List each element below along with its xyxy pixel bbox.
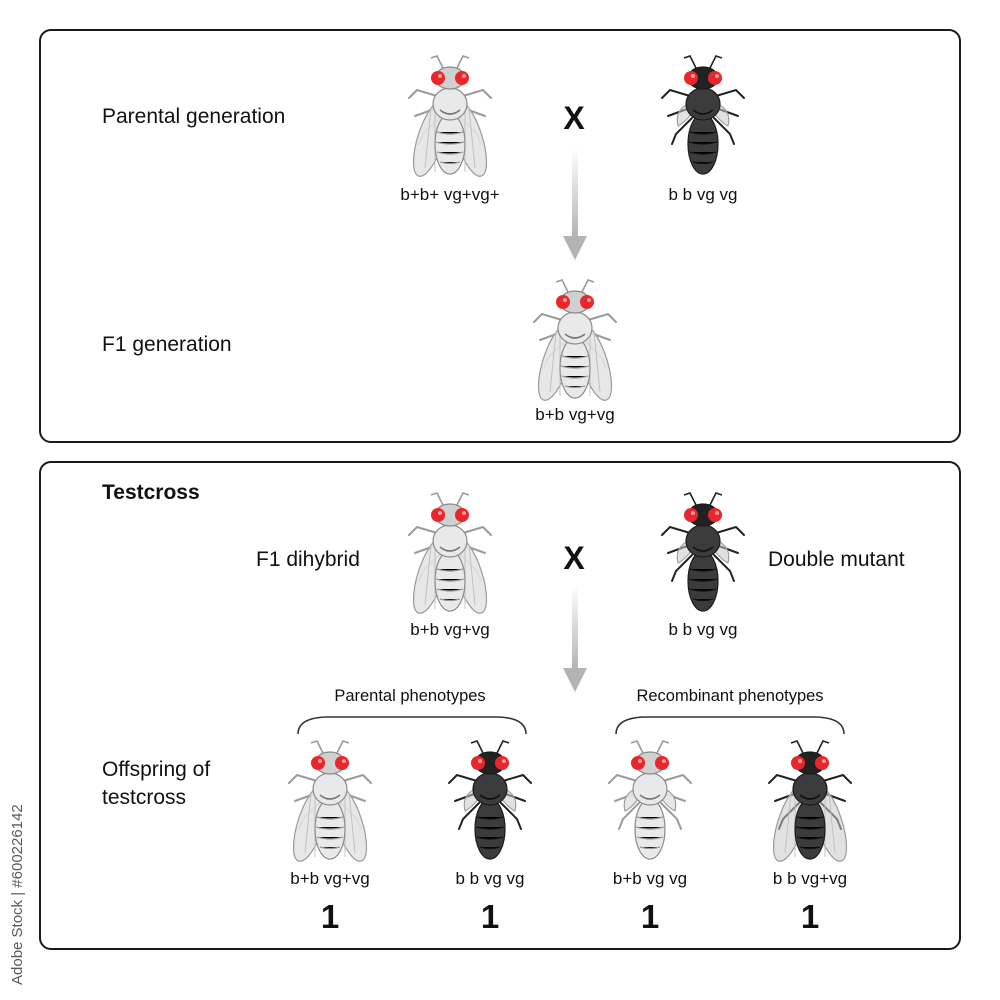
cross-symbol-parental: X [563,100,585,136]
recombinant-phenotypes-label: Recombinant phenotypes [636,687,824,705]
parental-phenotypes-label: Parental phenotypes [334,687,486,705]
offspring-fly-3 [608,740,692,860]
offspring-ratio-2: 1 [480,898,500,935]
f1-dihybrid-genotype: b+b vg+vg [410,620,490,639]
offspring-label-line1: Offspring of [102,758,211,781]
offspring-fly-4 [768,740,852,862]
cross-symbol-testcross: X [563,540,585,576]
parent-wild-genotype: b+b+ vg+vg+ [400,185,500,204]
offspring-genotype-3: b+b vg vg [612,869,688,888]
offspring-ratio-4: 1 [800,898,820,935]
parental-cross-panel [39,29,961,443]
recombinant-phenotypes-bracket [615,716,845,735]
f1-dihybrid-label: F1 dihybrid [256,548,360,571]
f1-hybrid-fly [533,279,617,401]
testcross-title: Testcross [102,481,200,504]
parental-phenotypes-bracket [297,716,527,735]
offspring-label-line2: testcross [102,786,187,809]
arrow-to-offspring [563,585,587,692]
double-mutant-genotype: b b vg vg [668,620,738,639]
offspring-genotype-2: b b vg vg [455,869,525,888]
offspring-genotype-4: b b vg+vg [772,869,848,888]
testcross-panel [39,461,961,950]
parent-mutant-genotype: b b vg vg [668,185,738,204]
double-mutant-label: Double mutant [768,548,905,571]
offspring-genotype-1: b+b vg+vg [290,869,370,888]
wild-type-fly-parent [408,55,492,177]
stock-credit-text: Adobe Stock | #600226142 [9,804,26,985]
f1-genotype: b+b vg+vg [535,405,615,424]
offspring-fly-2 [448,740,532,860]
offspring-ratio-1: 1 [320,898,340,935]
double-mutant-fly-parent [661,55,745,175]
f1-dihybrid-fly [408,492,492,614]
double-mutant-fly-testcross [661,492,745,612]
f1-generation-label: F1 generation [102,333,232,356]
arrow-to-f1 [563,148,587,260]
parental-generation-label: Parental generation [102,105,286,128]
offspring-ratio-3: 1 [640,898,660,935]
offspring-fly-1 [288,740,372,862]
